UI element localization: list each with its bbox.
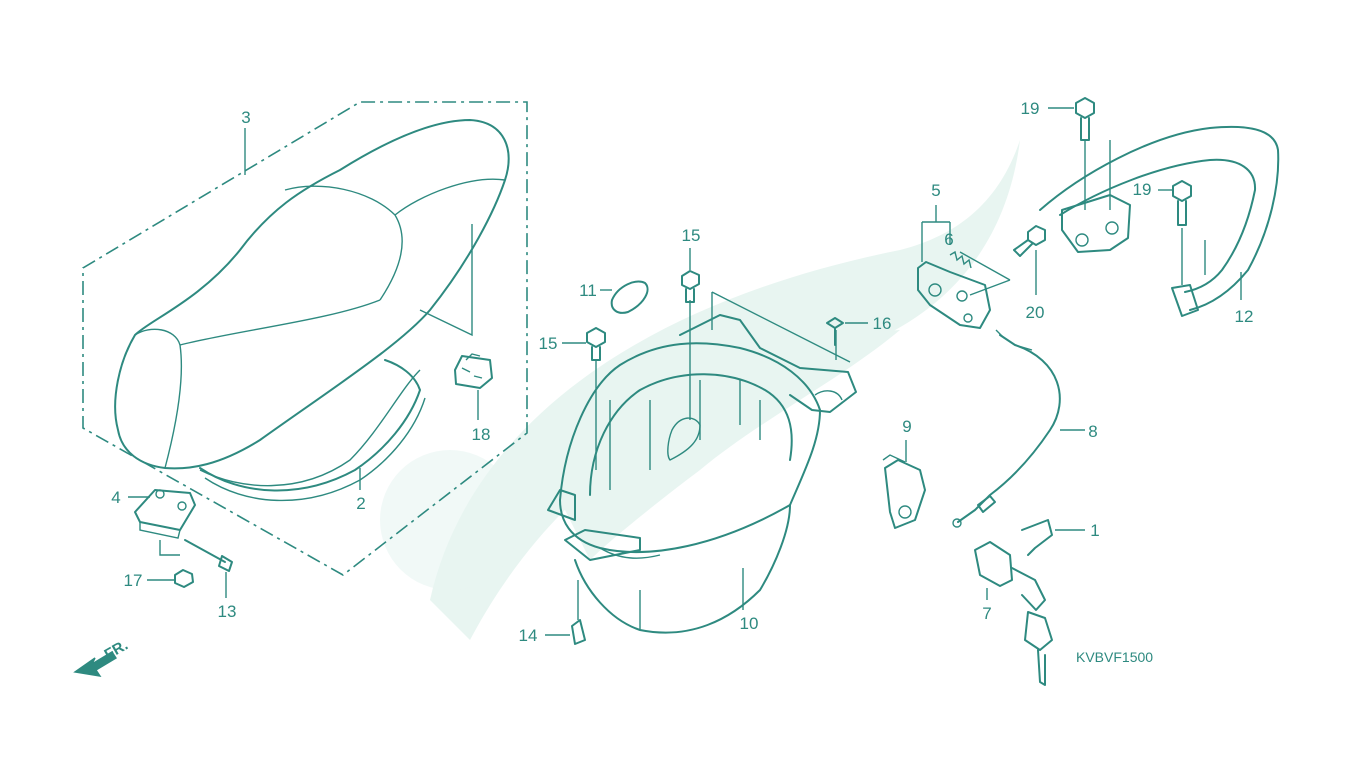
seat (82, 101, 528, 576)
tapping-screw (826, 317, 844, 346)
callout-5: 5 (931, 181, 940, 200)
flange-bolt (1013, 225, 1046, 257)
bolt-left (586, 327, 606, 361)
callout-3: 3 (241, 108, 250, 127)
callout-1: 1 (1090, 521, 1099, 540)
watermark-logo (380, 140, 1020, 640)
seat-lock-cable (952, 329, 1061, 528)
rail-bolt-lower (1172, 180, 1192, 226)
seat-catch (917, 261, 991, 329)
callout-17: 17 (124, 571, 143, 590)
callout-10: 10 (740, 614, 759, 633)
callout-2: 2 (356, 494, 365, 513)
diagram-code: KVBVF1500 (1076, 649, 1153, 665)
callout-12: 12 (1235, 307, 1254, 326)
callout-9: 9 (902, 417, 911, 436)
callout-7: 7 (982, 604, 991, 623)
retainer-clip (1021, 519, 1053, 556)
rubber-cap (610, 280, 649, 314)
callout-16: 16 (873, 314, 892, 333)
hinge-nut (174, 569, 194, 588)
callout-18: 18 (472, 425, 491, 444)
rail-bolt-upper (1075, 97, 1095, 141)
callout-15-upper: 15 (682, 226, 701, 245)
spring (949, 250, 972, 269)
latch-bracket (882, 454, 926, 529)
callout-6: 6 (944, 230, 953, 249)
grab-rail (1039, 125, 1280, 317)
bolt-upper (681, 270, 700, 303)
callout-4: 4 (111, 488, 120, 507)
hinge-bolt (184, 539, 233, 572)
rubber-damper (454, 353, 493, 389)
luggage-box (547, 314, 857, 634)
callout-15-left: 15 (539, 334, 558, 353)
callout-8: 8 (1088, 422, 1097, 441)
seat-hinge (134, 489, 196, 539)
callout-19-lower: 19 (1133, 180, 1152, 199)
callout-19-upper: 19 (1021, 99, 1040, 118)
callout-11: 11 (579, 281, 597, 300)
clip (571, 619, 586, 645)
callout-14: 14 (519, 626, 538, 645)
callout-13: 13 (218, 602, 237, 621)
front-direction-arrow: FR. (73, 637, 131, 677)
key-cylinder (974, 541, 1053, 686)
seat-bottom-pan (199, 359, 426, 502)
callout-20: 20 (1026, 303, 1045, 322)
callout-labels: 1 2 3 4 5 6 7 8 9 10 11 12 13 14 15 15 1… (111, 99, 1253, 645)
